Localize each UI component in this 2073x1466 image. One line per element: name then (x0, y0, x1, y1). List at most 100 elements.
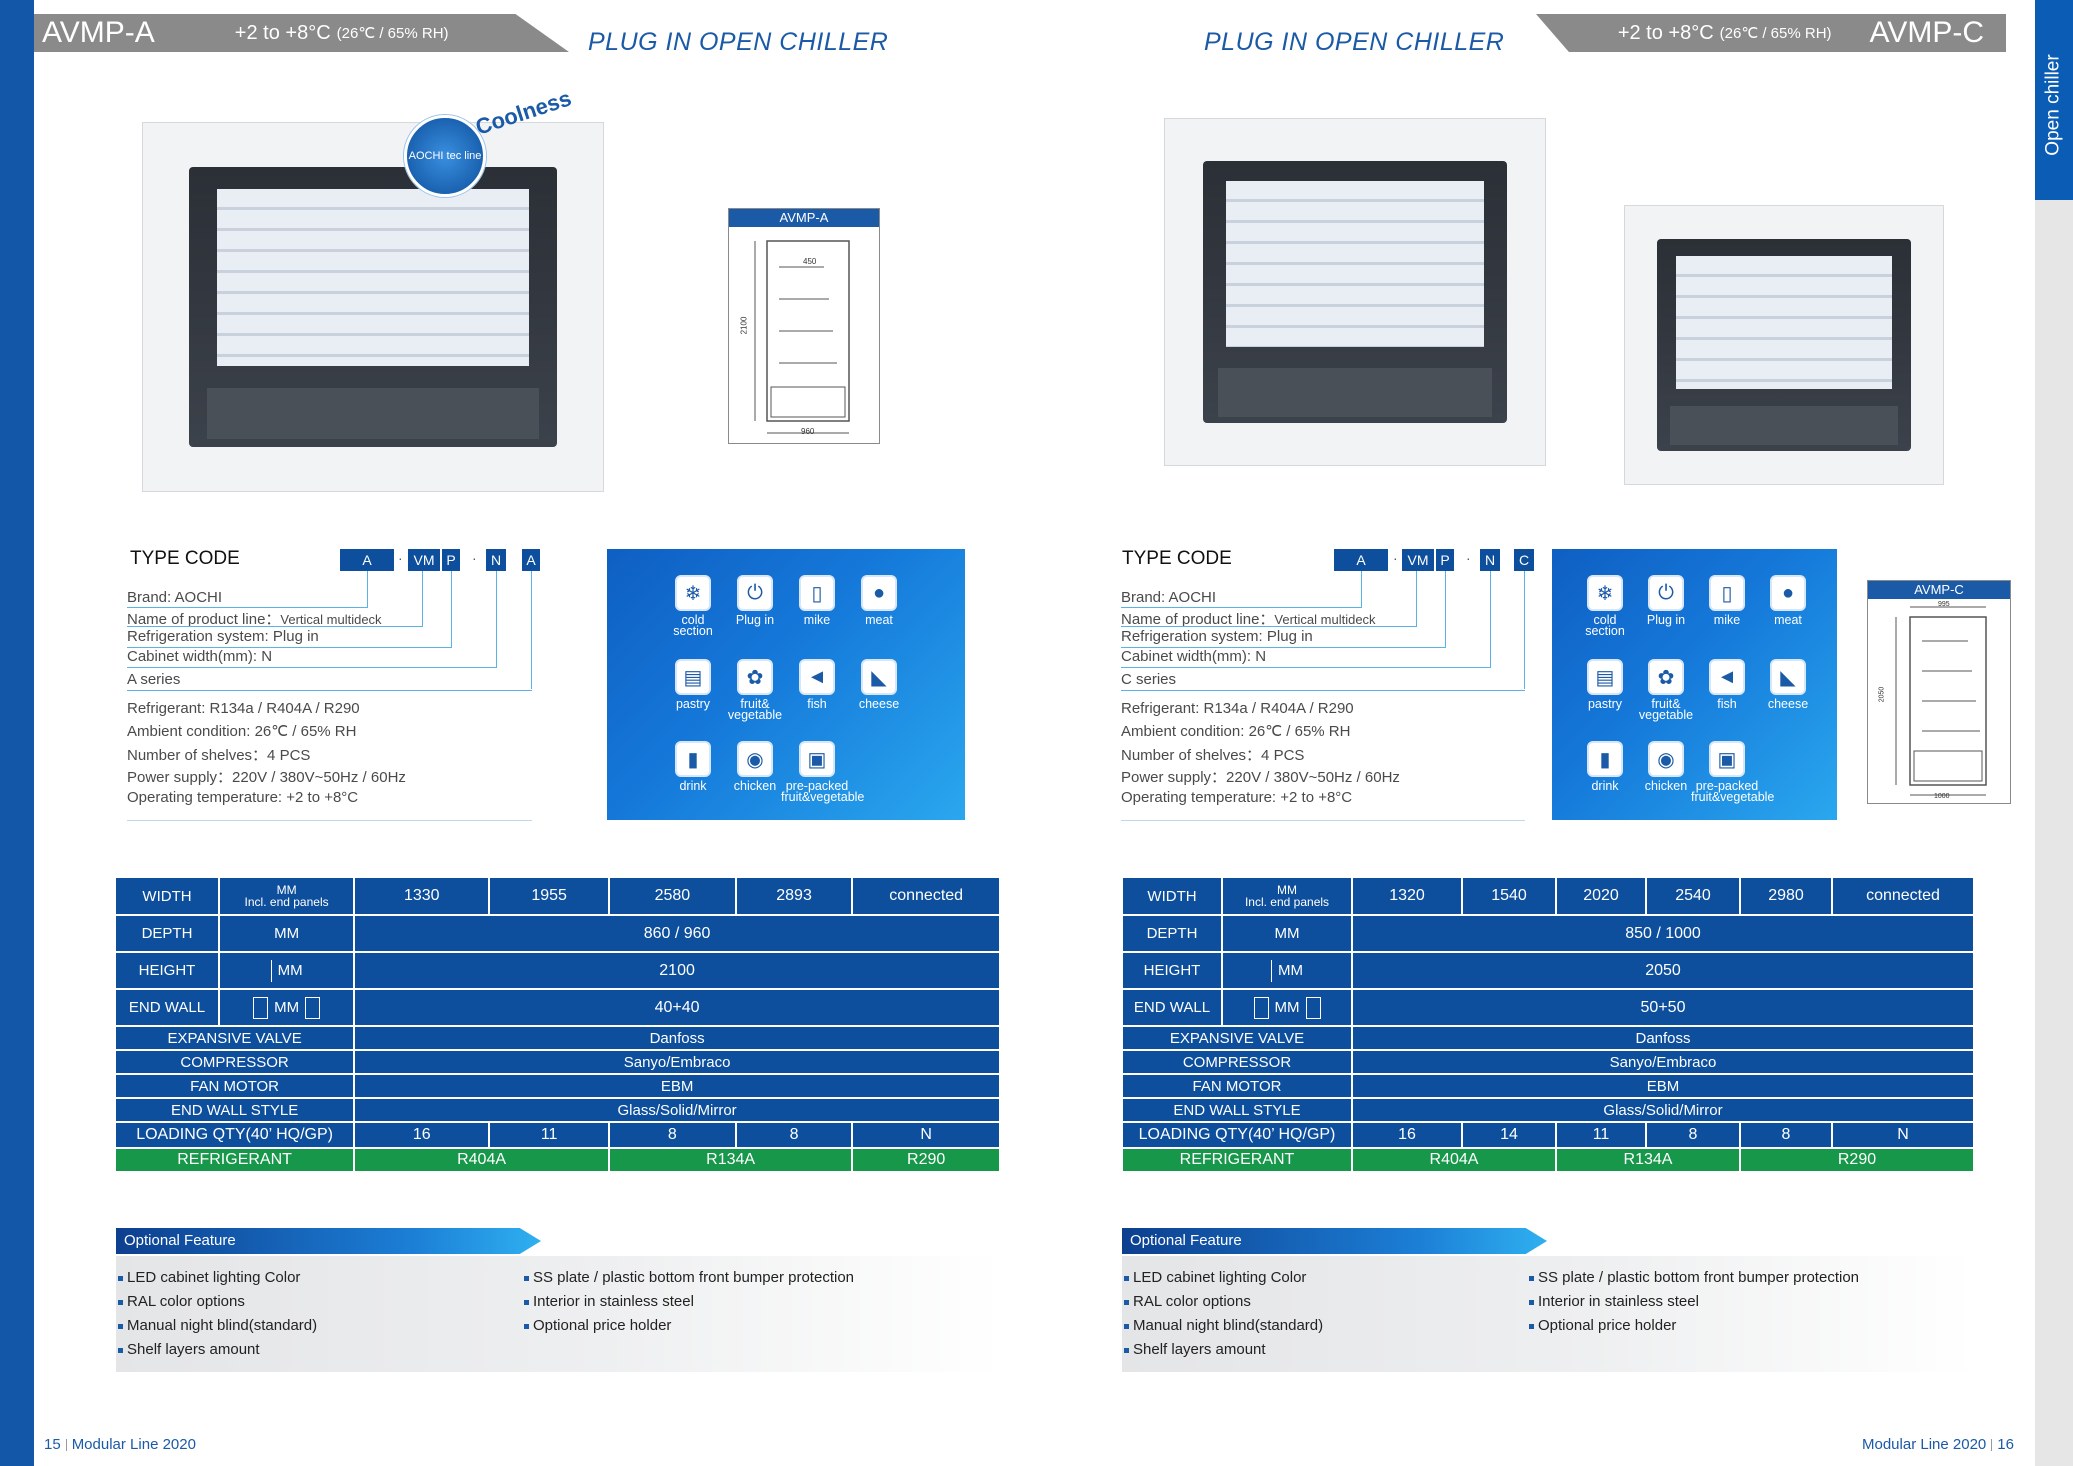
type-line-refrigeration: Refrigeration system: Plug in (127, 628, 319, 645)
product-photo-avmp-a (142, 122, 604, 492)
right-header-bar: +2 to +8°C (26℃ / 65% RH) AVMP-C (1536, 14, 2006, 52)
width-value: 1330 (353, 876, 491, 916)
type-line-series: C series (1121, 671, 1177, 688)
loading-qty-value: 11 (1555, 1121, 1647, 1149)
cheese-icon: ◣ (861, 659, 897, 695)
application-icon-item: ▮drink (1569, 741, 1641, 792)
footer-text: Modular Line 2020 (71, 1436, 196, 1453)
type-line-width: Cabinet width(mm): N (127, 648, 273, 665)
code-box: N (1480, 549, 1500, 571)
application-icon-label: drink (679, 779, 707, 793)
loading-qty-value: N (851, 1121, 1001, 1149)
temp-range: +2 to +8°C (1617, 21, 1714, 44)
expansive-valve-label: EXPANSIVE VALVE (113, 1025, 356, 1051)
application-icon-item: ✿fruit&vegetable (719, 659, 791, 721)
spec-shelves: Number of shelves：4 PCS (1121, 747, 1305, 764)
expansive-valve-value: Danfoss (353, 1025, 1001, 1051)
application-icon-item: ⏻Plug in (719, 575, 791, 626)
cake-icon: ▤ (675, 659, 711, 695)
temp-note: (26℃ / 65% RH) (336, 25, 449, 42)
type-line-brand: Brand: AOCHI (1121, 589, 1217, 606)
height-value: 2050 (1351, 951, 1975, 990)
optional-feature-item: Optional price holder (1529, 1317, 1676, 1334)
application-icon-label: chicken (733, 779, 777, 793)
compressor-label: COMPRESSOR (1121, 1049, 1353, 1075)
refrigerant-label: REFRIGERANT (1121, 1147, 1353, 1173)
depth-unit: MM (1221, 914, 1353, 953)
code-box: N (486, 549, 506, 571)
application-icon-item: ✿fruit&vegetable (1630, 659, 1702, 721)
spec-ambient: Ambient condition: 26℃ / 65% RH (1121, 723, 1351, 740)
plug-icon: ⏻ (1648, 575, 1684, 611)
fan-motor-value: EBM (353, 1073, 1001, 1099)
optional-feature-item: Interior in stainless steel (524, 1293, 694, 1310)
application-icon-label: chicken (1644, 779, 1688, 793)
refrigerant-value: R290 (1739, 1147, 1975, 1173)
package-icon: ▣ (799, 741, 835, 777)
application-icon-label: mike (1713, 613, 1741, 627)
refrigerant-value: R134A (607, 1147, 854, 1173)
chicken-icon: ◉ (737, 741, 773, 777)
dim-label: 2050 (1878, 686, 1886, 703)
application-icon-label: pastry (675, 697, 711, 711)
optional-feature-title: Optional Feature (1122, 1228, 1547, 1254)
loading-qty-value: N (1831, 1121, 1975, 1149)
width-label: WIDTH (1121, 876, 1223, 916)
application-icon-item: ◣cheese (1752, 659, 1824, 710)
dim-label: 1000 (1934, 793, 1950, 800)
code-box: VM (1402, 549, 1434, 571)
dim-label: 995 (1938, 601, 1950, 608)
spec-operating-temp: Operating temperature: +2 to +8°C (1121, 789, 1353, 806)
optional-feature-item: RAL color options (1124, 1293, 1251, 1310)
meat-icon: ● (861, 575, 897, 611)
application-icon-item: ●meat (843, 575, 915, 626)
fan-motor-value: EBM (1351, 1073, 1975, 1099)
end-wall-style-value: Glass/Solid/Mirror (353, 1097, 1001, 1123)
loading-qty-value: 8 (1739, 1121, 1833, 1149)
loading-qty-label: LOADING QTY(40’ HQ/GP) (113, 1121, 356, 1149)
width-value: 1540 (1461, 876, 1557, 916)
application-icon-item: ▮drink (657, 741, 729, 792)
application-icon-label: fruit&vegetable (1638, 697, 1694, 722)
loading-qty-value: 16 (353, 1121, 491, 1149)
fish-icon: ◄ (799, 659, 835, 695)
width-value: 1320 (1351, 876, 1463, 916)
spec-power: Power supply：220V / 380V~50Hz / 60Hz (1121, 769, 1400, 786)
section-tab-label: Open chiller (2043, 54, 2065, 156)
dim-label: 960 (801, 427, 815, 436)
application-icon-item: ▤pastry (1569, 659, 1641, 710)
right-spine (2035, 0, 2073, 1466)
fruit-icon: ✿ (737, 659, 773, 695)
spec-refrigerant: Refrigerant: R134a / R404A / R290 (127, 700, 360, 717)
type-code-label: TYPE CODE (1122, 548, 1232, 569)
spec-power: Power supply：220V / 380V~50Hz / 60Hz (127, 769, 406, 786)
width-value: connected (1831, 876, 1975, 916)
temp-note: (26℃ / 65% RH) (1719, 25, 1832, 42)
loading-qty-value: 8 (607, 1121, 737, 1149)
type-line-brand: Brand: AOCHI (127, 589, 223, 606)
height-label: HEIGHT (1121, 951, 1223, 990)
code-box: A (340, 549, 394, 571)
fan-motor-label: FAN MOTOR (1121, 1073, 1353, 1099)
code-box: C (1514, 549, 1534, 571)
section-tab[interactable] (2035, 0, 2073, 200)
endwall-unit: MM (217, 988, 356, 1027)
end-wall-style-label: END WALL STYLE (113, 1097, 356, 1123)
application-icon-label: pastry (1587, 697, 1623, 711)
width-label: WIDTH (114, 876, 220, 916)
depth-unit: MM (217, 914, 356, 953)
application-icon-label: meat (1774, 613, 1802, 627)
fruit-icon: ✿ (1648, 659, 1684, 695)
compressor-value: Sanyo/Embraco (353, 1049, 1001, 1075)
